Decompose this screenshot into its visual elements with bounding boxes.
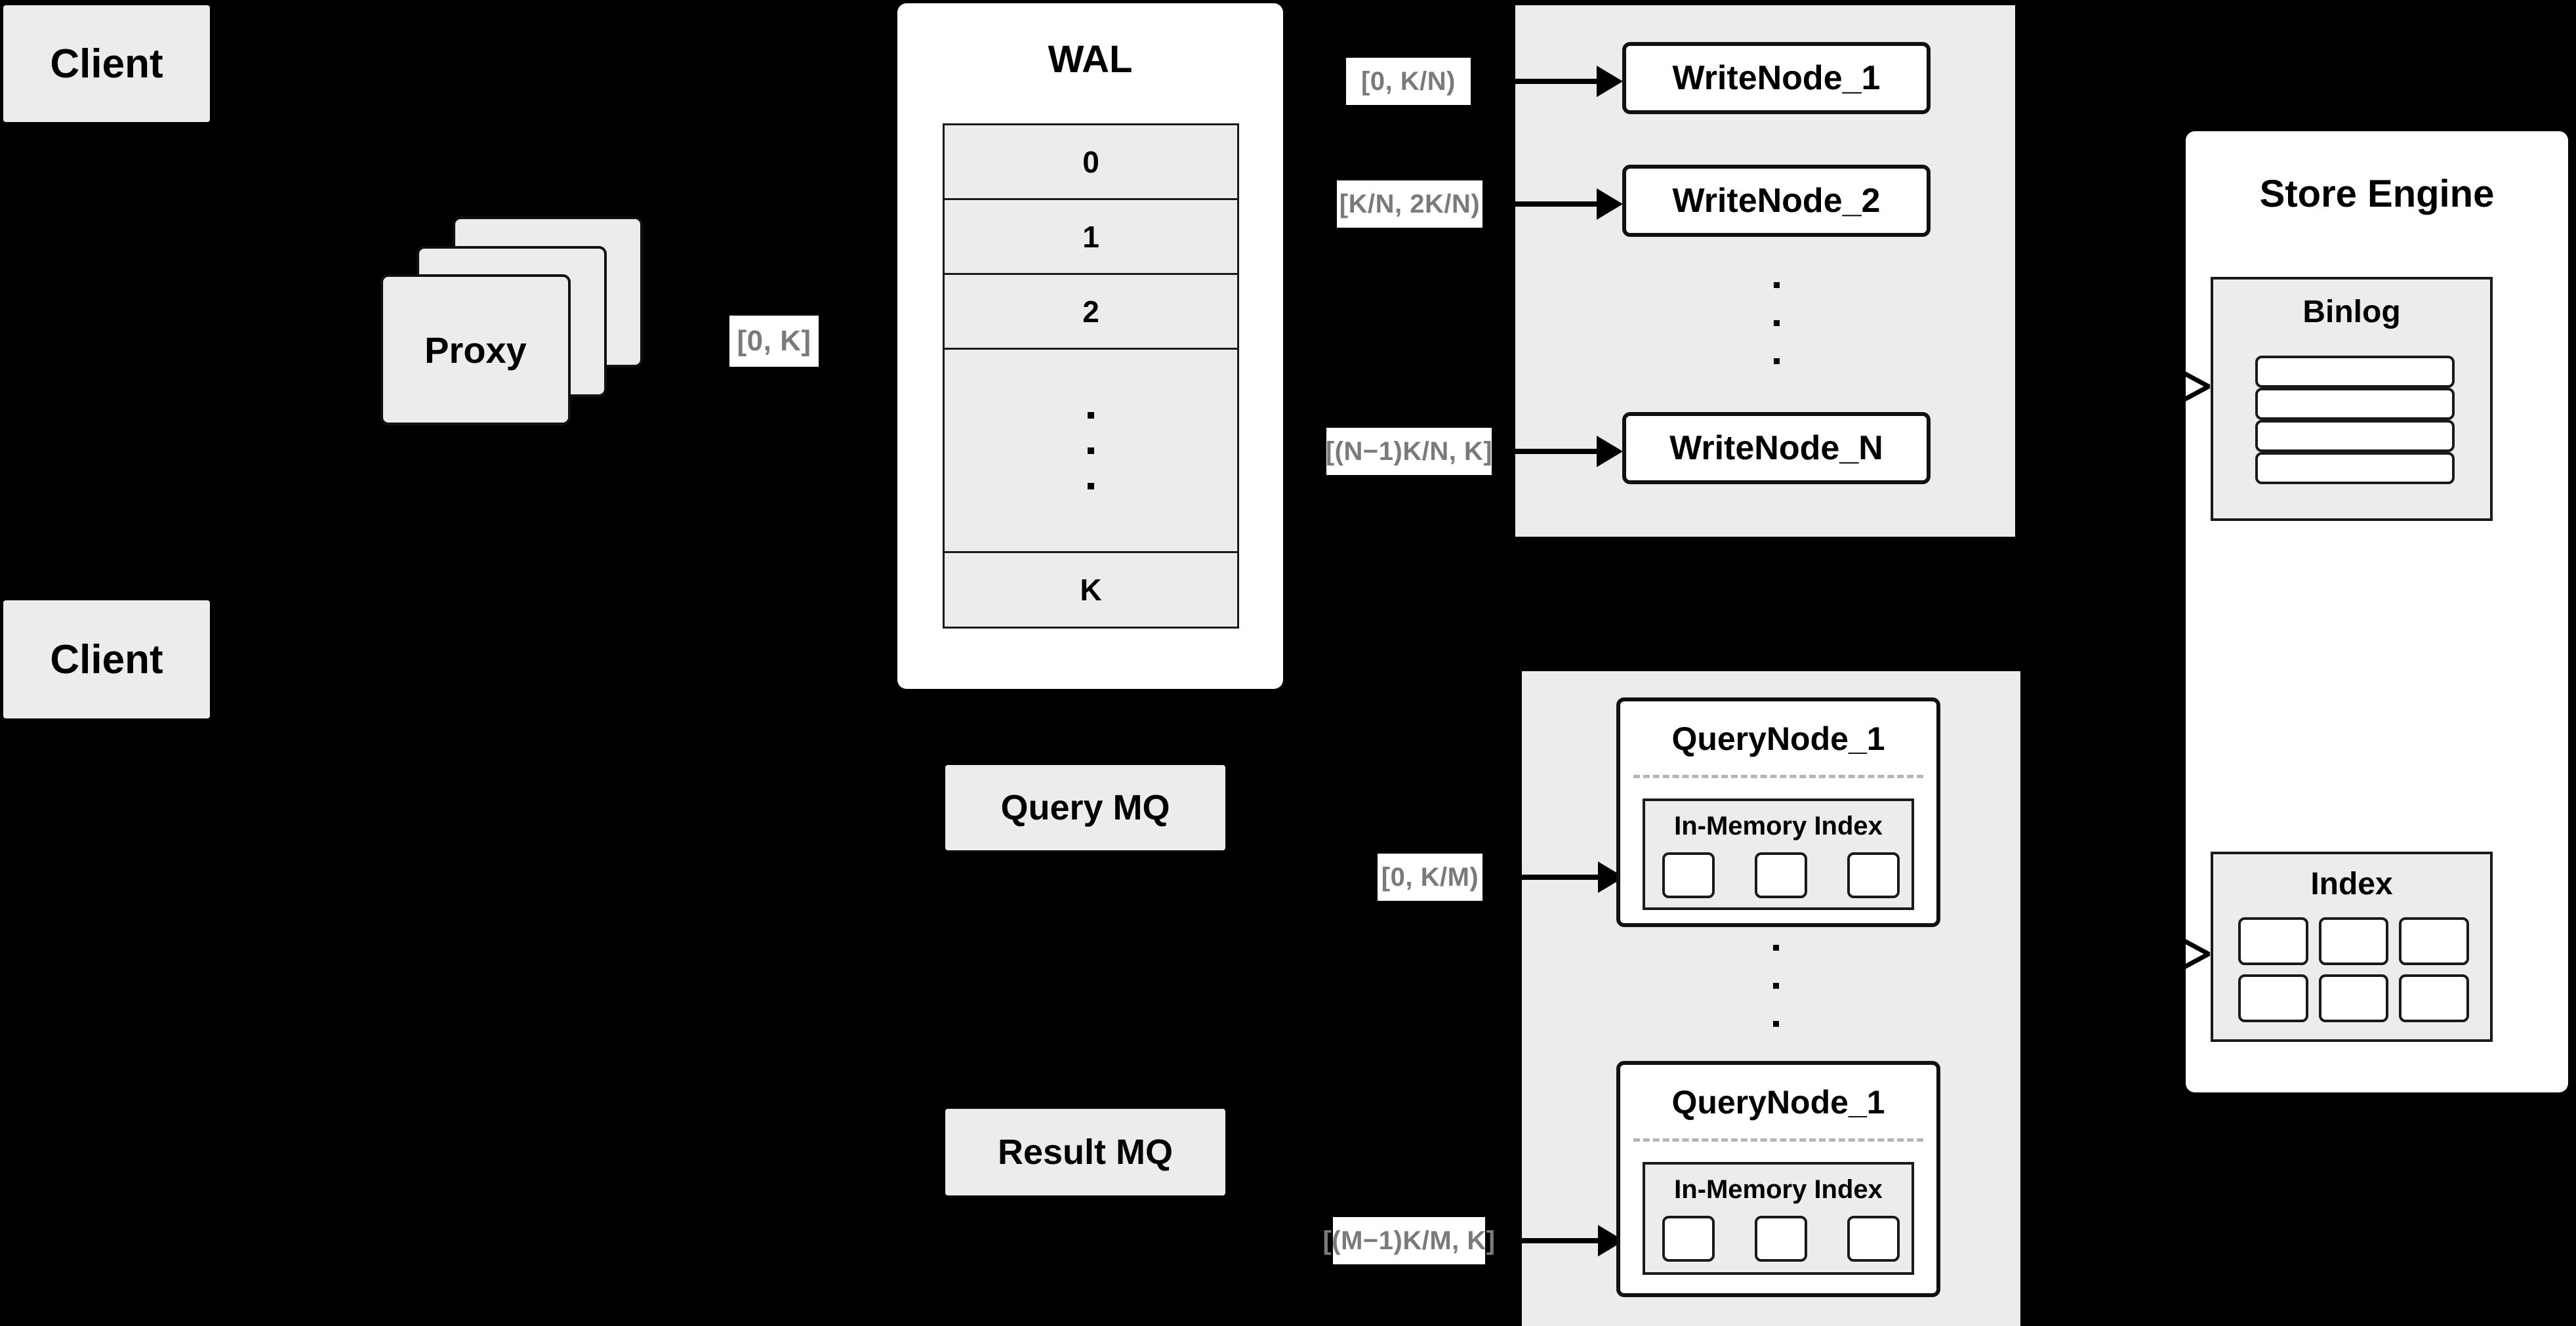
binlog-box: Binlog — [2211, 277, 2493, 521]
wal-title: WAL — [1048, 38, 1133, 81]
query-cluster-ellipsis — [1772, 945, 1779, 1027]
index-slot[interactable] — [1662, 1216, 1715, 1262]
write-node-2-range-label: [K/N, 2K/N) — [1337, 180, 1482, 228]
store-index-slot[interactable] — [2318, 917, 2389, 965]
index-slot[interactable] — [1662, 852, 1715, 898]
index-slot[interactable] — [1847, 852, 1900, 898]
binlog-row[interactable] — [2255, 356, 2455, 388]
query-ellipsis-dot — [1772, 1021, 1779, 1027]
store-index-slot[interactable] — [2238, 917, 2308, 965]
binlog-row[interactable] — [2255, 388, 2455, 420]
write-cluster-ellipsis — [1773, 282, 1780, 364]
query-node-2-inmemory-index: In-Memory Index — [1643, 1162, 1914, 1275]
query-node-1-index-label: In-Memory Index — [1674, 812, 1883, 840]
store-index-arrow-line — [2139, 951, 2173, 956]
query-mq-label: Query MQ — [1000, 788, 1170, 827]
query-ellipsis-dot — [1772, 983, 1779, 989]
query-node-1-label: QueryNode_1 — [1671, 720, 1885, 757]
client-box-2[interactable]: Client — [3, 600, 210, 718]
write-ellipsis-dot — [1773, 320, 1780, 326]
query-node-1-divider — [1633, 775, 1923, 778]
query-node-2-index-label: In-Memory Index — [1674, 1175, 1883, 1204]
result-mq-label: Result MQ — [997, 1132, 1174, 1172]
proxy-card-front[interactable]: Proxy — [380, 274, 571, 425]
query-node-1-box[interactable]: QueryNode_1 In-Memory Index — [1616, 697, 1940, 927]
write-node-n-box[interactable]: WriteNode_N — [1622, 412, 1931, 484]
proxy-stack[interactable]: Proxy — [380, 217, 682, 433]
write-node-2-box[interactable]: WriteNode_2 — [1622, 165, 1931, 237]
write-ellipsis-dot — [1773, 282, 1780, 288]
binlog-label: Binlog — [2302, 295, 2401, 329]
store-index-slot[interactable] — [2238, 974, 2308, 1022]
index-slot[interactable] — [1755, 1216, 1807, 1262]
binlog-arrow-line — [2139, 384, 2173, 388]
query-node-1-inmemory-index: In-Memory Index — [1643, 798, 1914, 910]
wal-row-0: 0 — [945, 125, 1237, 201]
store-index-label: Index — [2310, 867, 2393, 901]
proxy-range-label: [0, K] — [729, 316, 819, 367]
wal-row-2: 2 — [945, 275, 1237, 350]
index-slot[interactable] — [1847, 1216, 1900, 1262]
query-mq-box[interactable]: Query MQ — [945, 765, 1225, 850]
binlog-rows — [2255, 356, 2455, 484]
write-node-n-range-label: [(N−1)K/N, K] — [1326, 428, 1492, 475]
write-node-n-arrow-line — [1514, 449, 1599, 454]
wal-table: 0 1 2 K — [943, 123, 1239, 629]
write-node-1-label: WriteNode_1 — [1672, 59, 1881, 97]
store-index-slots — [2238, 917, 2469, 1022]
binlog-row[interactable] — [2255, 420, 2455, 452]
store-index-slot[interactable] — [2318, 974, 2389, 1022]
write-ellipsis-dot — [1773, 358, 1780, 364]
write-node-2-label: WriteNode_2 — [1672, 182, 1881, 220]
write-node-2-arrow-line — [1514, 201, 1599, 207]
write-node-n-label: WriteNode_N — [1669, 429, 1883, 467]
store-index-slot[interactable] — [2399, 974, 2469, 1022]
query-node-2-divider — [1633, 1138, 1923, 1142]
write-node-1-range-label: [0, K/N) — [1346, 58, 1471, 105]
store-engine-panel: Store Engine Binlog Index — [2186, 131, 2568, 1092]
query-ellipsis-dot — [1772, 945, 1779, 951]
store-engine-title: Store Engine — [2259, 173, 2495, 215]
query-node-2-range-label: [(M−1)K/M, K] — [1322, 1217, 1495, 1264]
query-node-2-index-slots — [1662, 1216, 1900, 1262]
query-node-2-arrow-line — [1521, 1238, 1601, 1243]
index-slot[interactable] — [1755, 852, 1807, 898]
result-mq-box[interactable]: Result MQ — [945, 1109, 1225, 1195]
write-node-2-arrow-head — [1597, 188, 1623, 220]
query-node-2-label: QueryNode_1 — [1671, 1084, 1885, 1121]
wal-ellipsis-dot — [1088, 411, 1094, 419]
query-node-1-index-slots — [1662, 852, 1900, 898]
wal-row-k: K — [1080, 572, 1102, 607]
store-index-box: Index — [2211, 852, 2493, 1042]
store-index-slot[interactable] — [2399, 917, 2469, 965]
query-node-1-range-label: [0, K/M) — [1378, 854, 1482, 901]
query-node-2-box[interactable]: QueryNode_1 In-Memory Index — [1616, 1061, 1940, 1297]
client-box-1[interactable]: Client — [3, 5, 210, 122]
write-node-1-arrow-line — [1514, 79, 1599, 84]
write-node-1-box[interactable]: WriteNode_1 — [1622, 42, 1931, 114]
client-label-1: Client — [50, 41, 163, 87]
client-label-2: Client — [50, 636, 163, 682]
write-node-1-arrow-head — [1597, 66, 1623, 97]
wal-ellipsis-dot — [1088, 447, 1094, 454]
wal-row-1: 1 — [945, 200, 1237, 276]
wal-row-ellipsis — [945, 350, 1237, 553]
wal-panel: WAL 0 1 2 K — [897, 3, 1283, 689]
query-node-1-arrow-line — [1521, 875, 1601, 880]
write-node-n-arrow-head — [1597, 436, 1623, 467]
wal-ellipsis-dot — [1088, 482, 1094, 489]
binlog-row[interactable] — [2255, 452, 2455, 484]
proxy-label: Proxy — [424, 329, 527, 371]
